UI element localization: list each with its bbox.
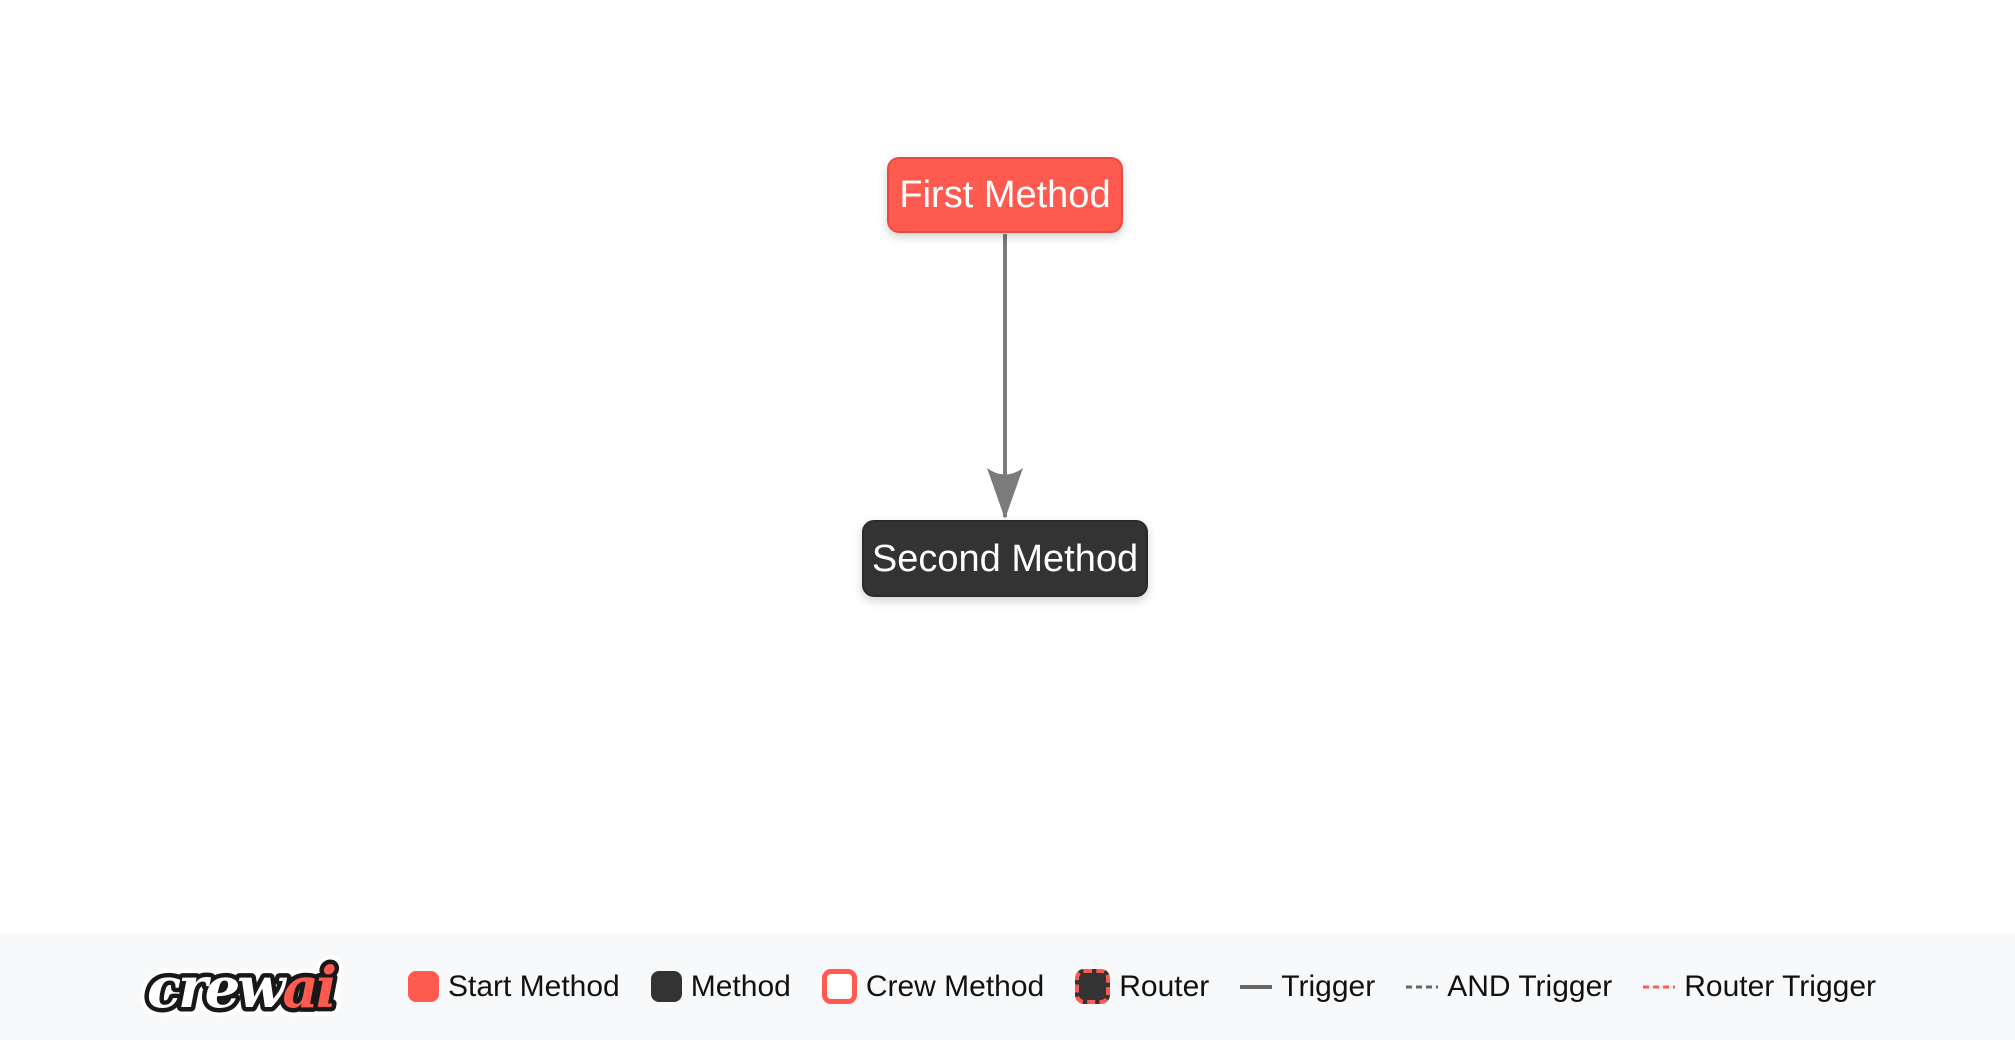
legend-item-router-trigger: Router Trigger — [1643, 970, 1876, 1004]
edge-layer — [987, 234, 1023, 519]
svg-text:crewai: crewai — [147, 955, 335, 1021]
legend-label: Method — [690, 969, 791, 1003]
legend-item-and-trigger: AND Trigger — [1406, 970, 1612, 1004]
trigger-line-icon — [1240, 984, 1273, 989]
legend-item-router: Router — [1075, 969, 1209, 1004]
start-method-swatch-icon — [407, 971, 439, 1002]
legend-label: Trigger — [1281, 969, 1376, 1003]
legend-item-start-method: Start Method — [407, 969, 620, 1004]
legend-label: Crew Method — [865, 969, 1045, 1003]
legend-label: Router Trigger — [1684, 969, 1876, 1003]
crewai-logo-icon: crewai crewai crewai — [139, 947, 346, 1027]
and-trigger-line-icon — [1406, 985, 1439, 988]
legend-label: Router — [1119, 969, 1210, 1003]
crew-method-swatch-icon — [821, 969, 857, 1004]
legend-item-trigger: Trigger — [1240, 970, 1375, 1004]
trigger-edge-arrowhead-icon — [987, 468, 1023, 519]
crewai-logo: crewai crewai crewai — [139, 947, 371, 1027]
legend-bar: crewai crewai crewai Start Method Method… — [0, 933, 2015, 1040]
legend-item-crew-method: Crew Method — [821, 969, 1045, 1004]
legend-item-method: Method — [650, 969, 791, 1004]
node-second-method[interactable]: Second Method — [862, 520, 1148, 597]
legend-label: AND Trigger — [1447, 969, 1613, 1003]
router-trigger-line-icon — [1643, 985, 1676, 988]
node-first-method[interactable]: First Method — [887, 157, 1123, 233]
router-swatch-icon — [1075, 969, 1111, 1004]
svg-text:crewai: crewai — [147, 955, 335, 1021]
method-swatch-icon — [650, 971, 682, 1002]
flow-canvas[interactable]: First Method Second Method — [0, 0, 2015, 933]
legend-label: Start Method — [447, 969, 620, 1003]
